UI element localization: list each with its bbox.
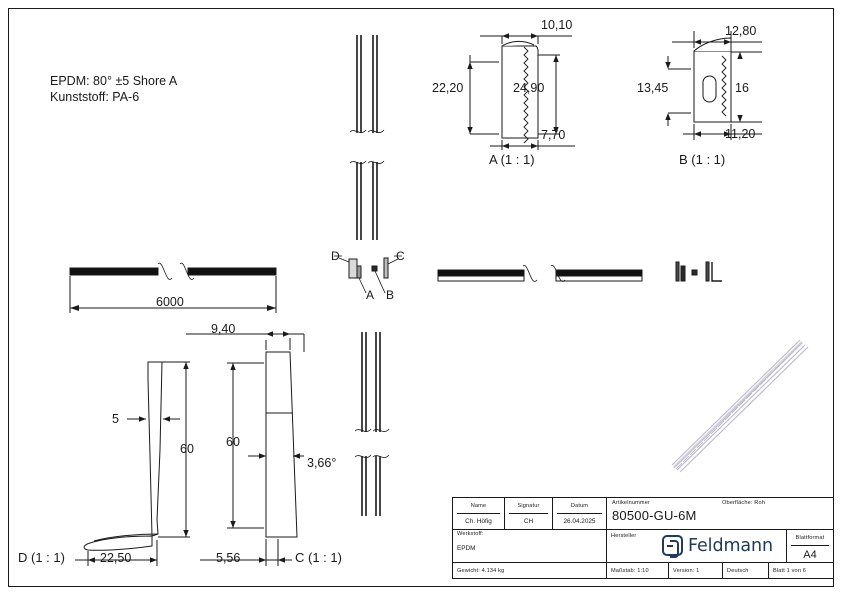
detail-c-dim-top: 9,40	[211, 322, 236, 336]
detail-a-dim-bottom: 7,70	[541, 128, 566, 142]
detail-d-dim-width: 22,50	[100, 551, 132, 565]
tb-value-artikelnummer: 80500-GU-6M	[612, 508, 697, 523]
detail-d-dim-height: 60	[180, 442, 194, 456]
tb-cell-blatt: Blatt 1 von 6	[769, 563, 833, 578]
tb-label-werkstoff: Werkstoff:	[457, 531, 484, 537]
tb-cell-name: Name Ch. Höfig	[453, 498, 505, 529]
tb-label-oberflaeche: Oberfläche: Roh	[722, 500, 765, 506]
detail-c-dim-height: 60	[226, 435, 240, 449]
drawing-frame	[8, 8, 834, 587]
detail-b-dim-right: 16	[735, 81, 749, 95]
tb-value-sprache: Deutsch	[727, 567, 749, 574]
tb-cell-version: Version: 1	[669, 563, 723, 578]
feldmann-logo-icon	[662, 535, 683, 558]
tb-cell-artikelnummer: Artikelnummer Oberfläche: Roh 80500-GU-6…	[607, 498, 833, 529]
detail-a-dim-right: 24,90	[513, 81, 545, 95]
tb-cell-signatur: Signatur CH	[505, 498, 553, 529]
detail-c-view-label: C (1 : 1)	[295, 550, 342, 565]
tb-cell-blattformat: Blattformat A4	[787, 530, 833, 562]
tb-cell-hersteller: Hersteller Feldmann	[607, 530, 787, 562]
detail-b-dim-bottom: 11,20	[725, 127, 756, 141]
tb-value-blattformat: A4	[803, 548, 817, 561]
tb-cell-werkstoff: Werkstoff: EPDM	[453, 530, 607, 562]
detail-b-dim-top: 12,80	[725, 24, 757, 38]
tb-cell-massstab: Maßstab: 1:10	[607, 563, 669, 578]
feldmann-logo: Feldmann	[662, 535, 773, 558]
tb-value-version: Version: 1	[673, 567, 700, 574]
detail-a-dim-left: 22,20	[432, 81, 464, 95]
detail-d-dim-thickness: 5	[112, 412, 119, 426]
tb-label-name: Name	[470, 502, 487, 509]
tb-value-signatur: CH	[523, 517, 534, 525]
tb-value-blatt: Blatt 1 von 6	[773, 567, 807, 574]
detail-marker-a: A	[366, 288, 375, 302]
tb-label-artikelnummer: Artikelnummer	[612, 500, 651, 506]
detail-a-dim-top: 10,10	[541, 18, 573, 32]
feldmann-logo-text: Feldmann	[688, 535, 773, 556]
tb-value-name: Ch. Höfig	[465, 517, 492, 525]
tb-label-datum: Datum	[570, 502, 589, 509]
title-block: Name Ch. Höfig Signatur CH Datum 26.04.2…	[452, 497, 834, 579]
material-note-kunststoff: Kunststoff: PA-6	[50, 90, 140, 104]
tb-label-blattformat: Blattformat	[795, 535, 825, 541]
main-length-dim: 6000	[156, 295, 184, 309]
title-block-row-3: Gewicht: 4.134 kg Maßstab: 1:10 Version:…	[453, 562, 833, 578]
detail-d-view-label: D (1 : 1)	[18, 550, 65, 565]
tb-value-massstab: Maßstab: 1:10	[611, 567, 649, 574]
detail-c-dim-bottom: 5,56	[216, 551, 241, 565]
tb-value-datum: 26.04.2025	[563, 517, 596, 525]
detail-marker-b: B	[386, 288, 395, 302]
tb-label-hersteller: Hersteller	[611, 533, 637, 539]
detail-c-dim-angle: 3,66°	[307, 456, 337, 470]
detail-b-dim-left: 13,45	[637, 81, 669, 95]
detail-b-view-label: B (1 : 1)	[679, 152, 726, 167]
material-note-epdm: EPDM: 80° ±5 Shore A	[50, 74, 178, 88]
title-block-row-2: Werkstoff: EPDM Hersteller Feldmann Blat…	[453, 529, 833, 562]
tb-cell-gewicht: Gewicht: 4.134 kg	[453, 563, 607, 578]
tb-cell-datum: Datum 26.04.2025	[553, 498, 607, 529]
detail-a-view-label: A (1 : 1)	[489, 152, 535, 167]
detail-marker-c: C	[396, 249, 405, 263]
tb-value-werkstoff: EPDM	[457, 545, 476, 552]
tb-value-gewicht: Gewicht: 4.134 kg	[457, 567, 505, 574]
title-block-row-1: Name Ch. Höfig Signatur CH Datum 26.04.2…	[453, 498, 833, 529]
tb-cell-sprache: Deutsch	[723, 563, 769, 578]
detail-marker-d: D	[331, 249, 340, 263]
tb-label-signatur: Signatur	[517, 502, 540, 509]
